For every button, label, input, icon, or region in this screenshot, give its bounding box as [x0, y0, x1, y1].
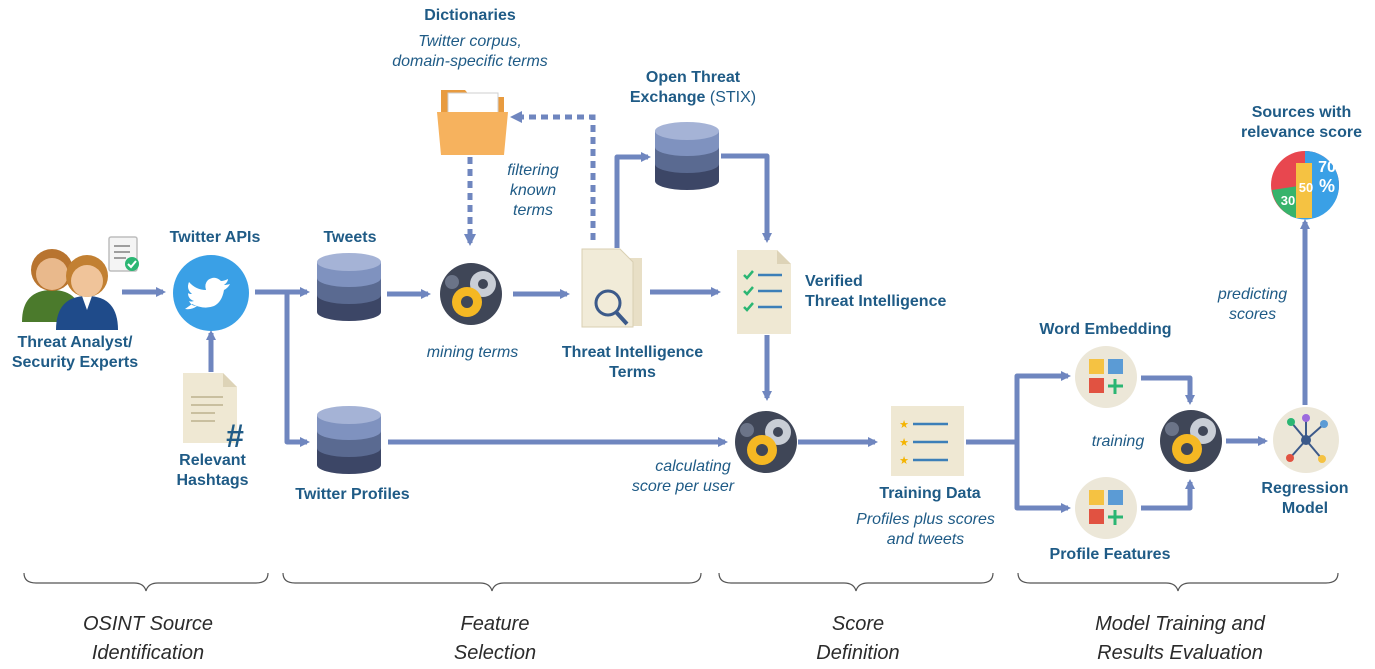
tweets-database-icon: [317, 253, 381, 321]
brace-feature: [282, 572, 702, 592]
regression-model-label: Regression Model: [1261, 480, 1349, 517]
verified-threat-intelligence-label: Verified Threat Intelligence: [805, 273, 947, 310]
arrow-ote-to-verified: [721, 153, 772, 243]
arrow-terms-to-ote: [614, 152, 651, 248]
arrow-pf-to-training: [1141, 479, 1195, 511]
training-data-description: Profiles plus scores and tweets: [856, 511, 995, 548]
word-embedding-label: Word Embedding: [1039, 321, 1172, 338]
stage-model-training-results-evaluation: Model Training and Results Evaluation: [1095, 613, 1265, 664]
brace-score: [718, 572, 994, 592]
twitter-icon: [173, 255, 249, 331]
arrow-twitter-to-profiles: [284, 292, 310, 447]
threat-intelligence-terms-label: Threat Intelligence Terms: [561, 344, 704, 381]
mining-gear-icon: [440, 263, 502, 325]
profiles-database-icon: [317, 406, 381, 474]
brace-model: [1017, 572, 1339, 592]
hashtag-document-icon: #: [183, 373, 244, 454]
twitter-apis-label: Twitter APIs: [169, 229, 261, 246]
open-threat-exchange-label: Open Threat Exchange (STIX): [629, 69, 757, 106]
arrow-to-word-embedding: [1014, 371, 1071, 442]
arrow-to-profile-features: [1014, 442, 1071, 513]
stage-score-definition: Score Definition: [816, 613, 900, 664]
sources-label: Sources with relevance score: [1241, 104, 1362, 141]
stage-feature-selection: Feature Selection: [453, 613, 537, 664]
hash-symbol: #: [226, 418, 244, 454]
predicting-scores-label: predicting scores: [1217, 286, 1288, 323]
svg-text:★: ★: [899, 436, 909, 449]
hashtags-label: Relevant Hashtags: [176, 452, 249, 489]
svg-text:★: ★: [899, 418, 909, 431]
arrows: [122, 152, 1310, 513]
folder-icon: [437, 90, 508, 155]
checklist-document-icon: [737, 250, 791, 334]
analyst-label: Threat Analyst/ Security Experts: [11, 334, 139, 371]
profiles-label: Twitter Profiles: [295, 486, 410, 503]
training-data-icon: ★ ★ ★: [891, 406, 964, 476]
dictionaries-label: Dictionaries: [424, 7, 516, 24]
arrow-terms-to-dictionaries: [510, 111, 596, 240]
regression-model-icon: [1273, 407, 1339, 473]
magnifier-document-icon: [581, 248, 642, 328]
pct-30-label: 30: [1281, 193, 1295, 208]
relevance-score-chart-icon: 70 % 50 30: [1271, 151, 1340, 220]
arrow-we-to-training: [1141, 375, 1195, 405]
filtering-label: filtering known terms: [507, 162, 559, 219]
calculating-score-label: calculating score per user: [631, 458, 735, 495]
training-label: training: [1091, 433, 1145, 450]
profile-features-icon: [1075, 477, 1137, 539]
tweets-label: Tweets: [323, 229, 377, 246]
pct-sign-label: %: [1319, 176, 1335, 196]
stage-osint-source-identification: OSINT Source Identification: [82, 613, 214, 664]
analyst-icon: [22, 236, 139, 330]
training-gear-icon: [1160, 410, 1222, 472]
open-threat-exchange-database-icon: [655, 122, 719, 190]
word-embedding-icon: [1075, 346, 1137, 408]
training-data-label: Training Data: [879, 485, 981, 502]
brace-osint: [23, 572, 269, 592]
svg-text:★: ★: [899, 454, 909, 467]
pct-50-label: 50: [1299, 180, 1313, 195]
dictionaries-description: Twitter corpus, domain-specific terms: [392, 33, 548, 70]
mining-terms-label: mining terms: [426, 344, 519, 361]
pct-70-label: 70: [1318, 159, 1336, 176]
profile-features-label: Profile Features: [1049, 546, 1171, 563]
